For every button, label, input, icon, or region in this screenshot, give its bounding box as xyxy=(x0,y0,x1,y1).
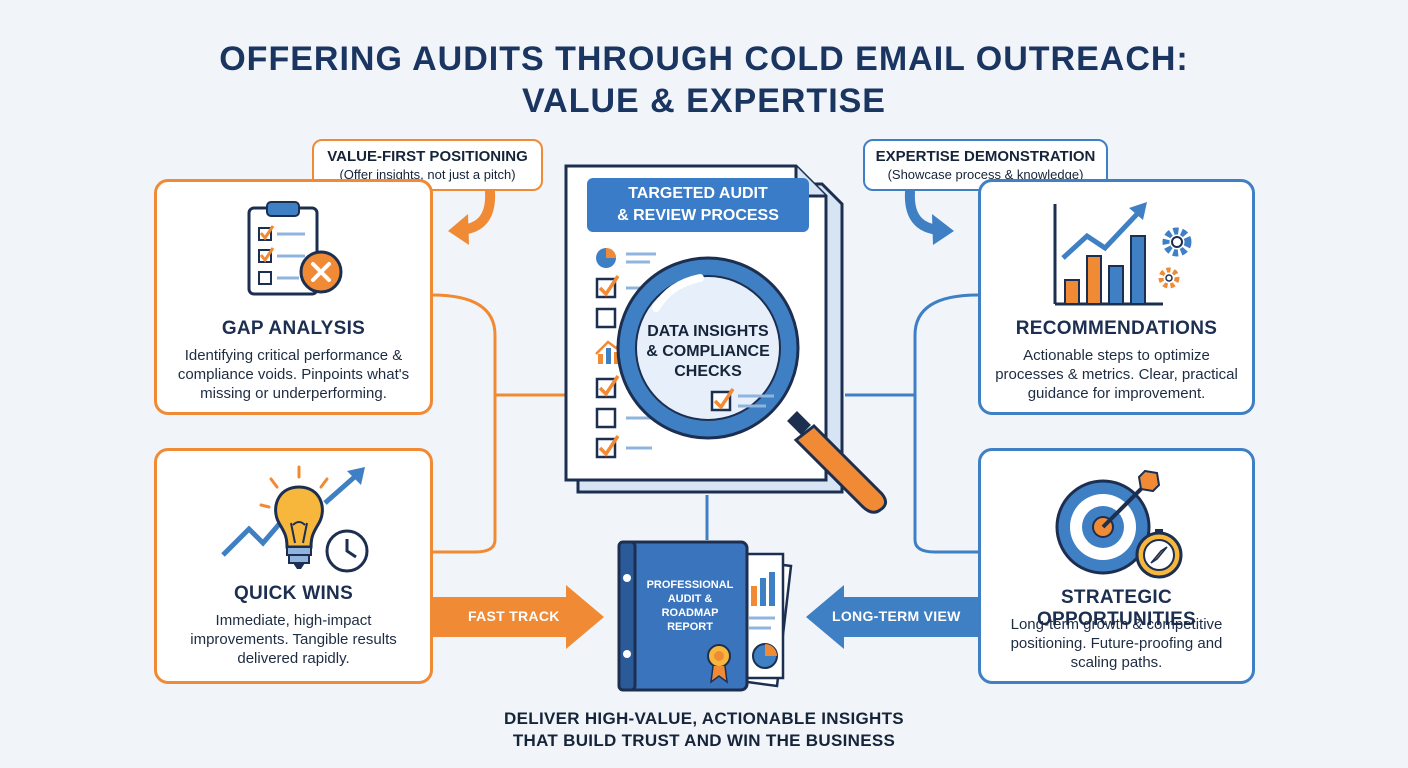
binder-line-3: ROADMAP xyxy=(661,607,719,619)
magnifier-label: DATA INSIGHTS & COMPLIANCE CHECKS xyxy=(638,322,778,382)
bar-chart-gear-icon xyxy=(1053,202,1192,306)
curved-arrow-right-icon xyxy=(904,190,954,245)
audit-banner-line-2: & REVIEW PROCESS xyxy=(617,207,779,224)
long-term-label: LONG-TERM VIEW xyxy=(832,608,961,624)
magnifier-line-1: DATA INSIGHTS xyxy=(647,323,769,340)
recommendations-description: Actionable steps to optimize processes &… xyxy=(993,346,1240,403)
value-first-sub: (Offer insights, not just a pitch) xyxy=(339,167,516,182)
quick-wins-title: QUICK WINS xyxy=(233,583,354,604)
audit-document-icon xyxy=(564,164,887,514)
audit-process-banner: TARGETED AUDIT & REVIEW PROCESS xyxy=(587,178,809,232)
magnifier-line-2: & COMPLIANCE xyxy=(646,343,770,360)
gap-analysis-title: GAP ANALYSIS xyxy=(221,318,366,339)
quick-wins-line-1: Immediate, high-impact xyxy=(215,612,372,629)
quick-wins-description: Immediate, high-impact improvements. Tan… xyxy=(169,611,418,668)
gap-analysis-description: Identifying critical performance & compl… xyxy=(169,346,418,403)
long-term-arrow xyxy=(806,585,978,649)
recommendations-line-3: guidance for improvement. xyxy=(1027,385,1206,402)
binder-line-4: REPORT xyxy=(667,621,713,633)
quick-wins-line-3: delivered rapidly. xyxy=(237,650,350,667)
value-first-heading: VALUE-FIRST POSITIONING xyxy=(327,148,528,165)
fast-track-label: FAST TRACK xyxy=(468,608,560,624)
strategic-opportunities-box: STRATEGIC OPPORTUNITIES Long-term growth… xyxy=(978,448,1255,684)
recommendations-line-2: processes & metrics. Clear, practical xyxy=(995,366,1238,383)
title-line-2: VALUE & EXPERTISE xyxy=(522,82,886,120)
quick-wins-box: QUICK WINS Immediate, high-impact improv… xyxy=(154,448,433,684)
strategic-opportunities-line-3: scaling paths. xyxy=(1070,654,1163,671)
gap-analysis-line-2: compliance voids. Pinpoints what's xyxy=(177,366,410,383)
title-line-1: OFFERING AUDITS THROUGH COLD EMAIL OUTRE… xyxy=(219,40,1189,78)
curved-arrow-left-icon xyxy=(448,190,496,245)
clipboard-checklist-icon xyxy=(247,201,343,296)
recommendations-box: RECOMMENDATIONS Actionable steps to opti… xyxy=(978,179,1255,415)
bottom-tagline: DELIVER HIGH-VALUE, ACTIONABLE INSIGHTS … xyxy=(404,708,1004,752)
binder-line-1: PROFESSIONAL xyxy=(646,579,734,591)
strategic-opportunities-line-2: positioning. Future-proofing and xyxy=(1010,635,1223,652)
expertise-sub: (Showcase process & knowledge) xyxy=(887,167,1084,182)
binder-line-2: AUDIT & xyxy=(667,593,713,605)
strategic-opportunities-title: STRATEGIC OPPORTUNITIES xyxy=(1036,587,1197,630)
expertise-heading: EXPERTISE DEMONSTRATION xyxy=(875,148,1096,165)
report-binder-label: PROFESSIONAL AUDIT & ROADMAP REPORT xyxy=(640,578,740,634)
strategic-opportunities-description: Long-term growth & competitive positioni… xyxy=(993,615,1240,672)
report-binder-icon xyxy=(617,540,793,692)
gap-analysis-box: GAP ANALYSIS Identifying critical perfor… xyxy=(154,179,433,415)
fast-track-arrow xyxy=(432,585,604,649)
recommendations-line-1: Actionable steps to optimize xyxy=(1023,347,1210,364)
target-arrow-compass-icon xyxy=(1055,469,1183,579)
audit-banner-line-1: TARGETED AUDIT xyxy=(628,185,768,202)
strategic-opportunities-line-1: Long-term growth & competitive xyxy=(1010,616,1223,633)
page-title: OFFERING AUDITS THROUGH COLD EMAIL OUTRE… xyxy=(0,38,1408,122)
gap-analysis-line-3: missing or underperforming. xyxy=(200,385,387,402)
quick-wins-line-2: improvements. Tangible results xyxy=(190,631,397,648)
tagline-line-2: THAT BUILD TRUST AND WIN THE BUSINESS xyxy=(512,731,896,750)
recommendations-title: RECOMMENDATIONS xyxy=(1015,318,1218,339)
tagline-line-1: DELIVER HIGH-VALUE, ACTIONABLE INSIGHTS xyxy=(504,709,904,728)
gap-analysis-line-1: Identifying critical performance & xyxy=(184,347,403,364)
magnifier-line-3: CHECKS xyxy=(674,363,742,380)
lightbulb-trend-icon xyxy=(221,465,369,573)
